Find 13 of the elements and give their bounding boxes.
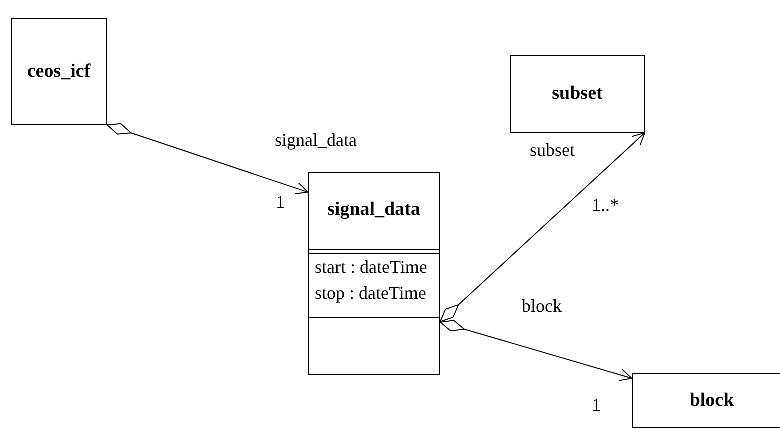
class-name: subset xyxy=(551,83,604,105)
aggregation-arrow xyxy=(440,320,632,382)
class-box xyxy=(632,373,780,428)
class-box xyxy=(510,55,645,133)
attribute-text: start : dateTime xyxy=(315,257,428,278)
aggregation-arrow xyxy=(106,123,308,195)
class-name: signal_data xyxy=(326,199,422,221)
class-name: block xyxy=(688,390,736,412)
attribute-text: stop : dateTime xyxy=(315,283,426,304)
class-name: ceos_icf xyxy=(26,60,92,82)
class-box xyxy=(308,172,440,375)
class-box xyxy=(11,18,107,125)
aggregation-arrow xyxy=(440,132,646,323)
